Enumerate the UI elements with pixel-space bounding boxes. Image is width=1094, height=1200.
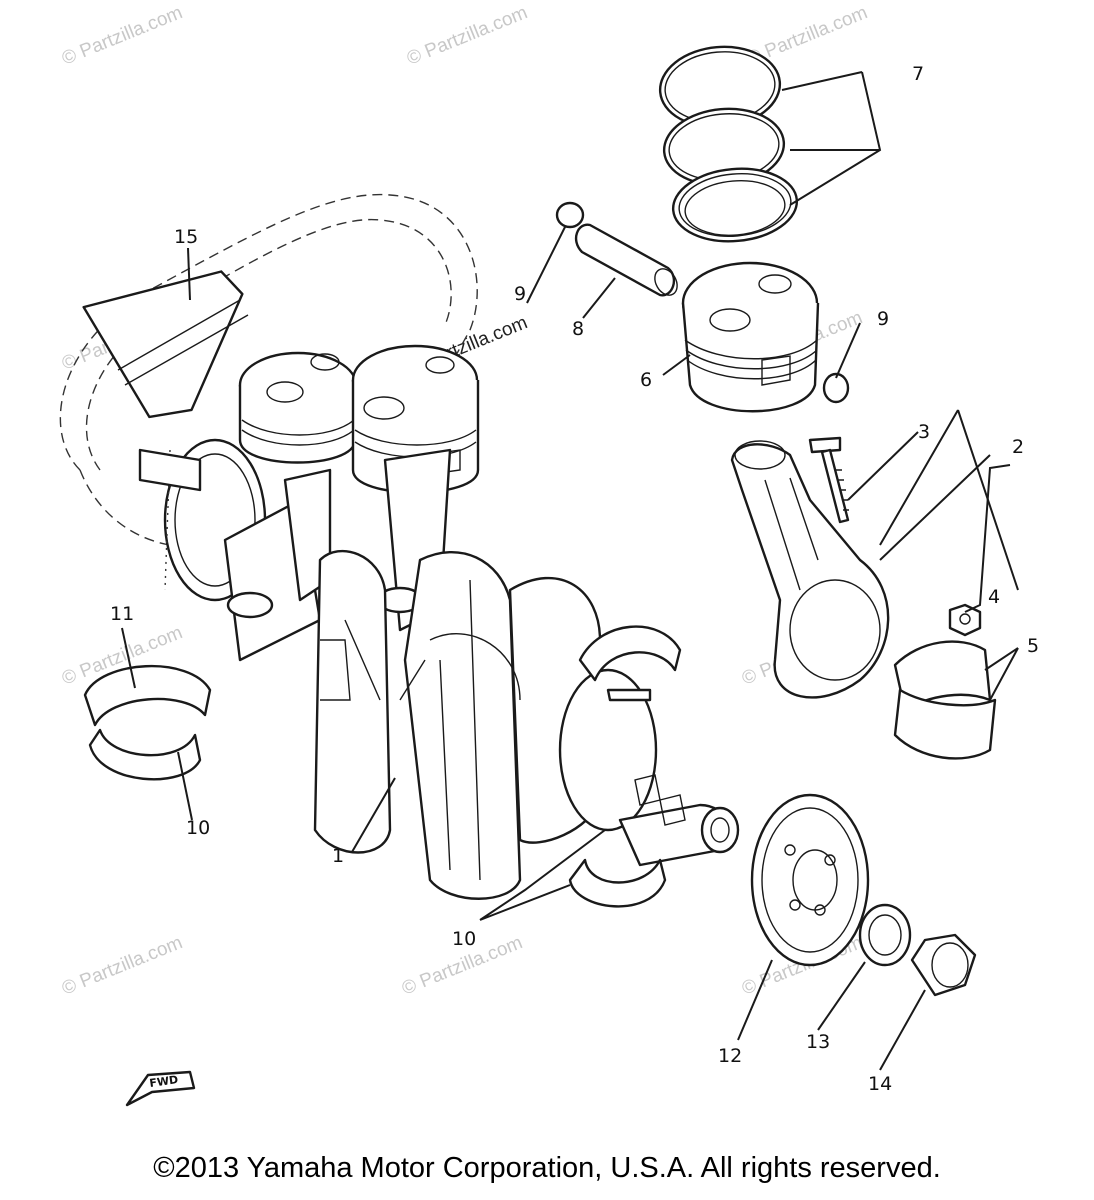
callout-14: 14: [868, 1073, 892, 1095]
callout-6: 6: [640, 369, 652, 391]
main-bearings-left: [83, 664, 212, 781]
callout-2: 2: [1012, 436, 1024, 458]
callout-11: 11: [110, 603, 134, 625]
callout-9a: 9: [514, 283, 526, 305]
fwd-label: FWD: [149, 1073, 179, 1090]
crankshaft: [223, 448, 740, 900]
gear-nut: [910, 933, 977, 997]
callout-1: 1: [332, 845, 344, 867]
connecting-rod-nut: [948, 603, 982, 637]
callout-10b: 10: [452, 928, 476, 950]
forward-arrow-icon: FWD: [125, 1070, 196, 1107]
callout-10a: 10: [186, 817, 210, 839]
callout-8: 8: [572, 318, 584, 340]
watermark: © Partzilla.com: [404, 2, 531, 69]
callout-15: 15: [174, 226, 198, 248]
washer: [858, 903, 912, 967]
piston-pin-clips: [555, 201, 850, 404]
callout-3: 3: [918, 421, 930, 443]
connecting-rod-bolt: [808, 436, 850, 524]
callout-12: 12: [718, 1045, 742, 1067]
callout-13: 13: [806, 1031, 830, 1053]
callout-4: 4: [988, 586, 1000, 608]
leader-lines: [121, 71, 1019, 1071]
watermark: © Partzilla.com: [59, 932, 186, 999]
main-bearings-center: [568, 625, 682, 908]
primary-gear: [750, 793, 870, 967]
watermark: © Partzilla.com: [59, 2, 186, 69]
piston-rings: [658, 45, 799, 243]
copyright-notice: ©2013 Yamaha Motor Corporation, U.S.A. A…: [153, 1152, 941, 1184]
piston: [681, 261, 820, 413]
exploded-parts-diagram: © Partzilla.com © Partzilla.com © Partzi…: [59, 2, 1039, 1107]
piston-pin: [574, 223, 678, 297]
callout-labels: 1 2 3 4 5 6 7 8 9 9 10 10 11 12 13 14 15: [110, 63, 1039, 1095]
callout-7: 7: [912, 63, 924, 85]
callout-5: 5: [1027, 635, 1039, 657]
connecting-rod: [730, 440, 890, 699]
callout-9b: 9: [877, 308, 889, 330]
big-end-bearings: [893, 640, 997, 760]
